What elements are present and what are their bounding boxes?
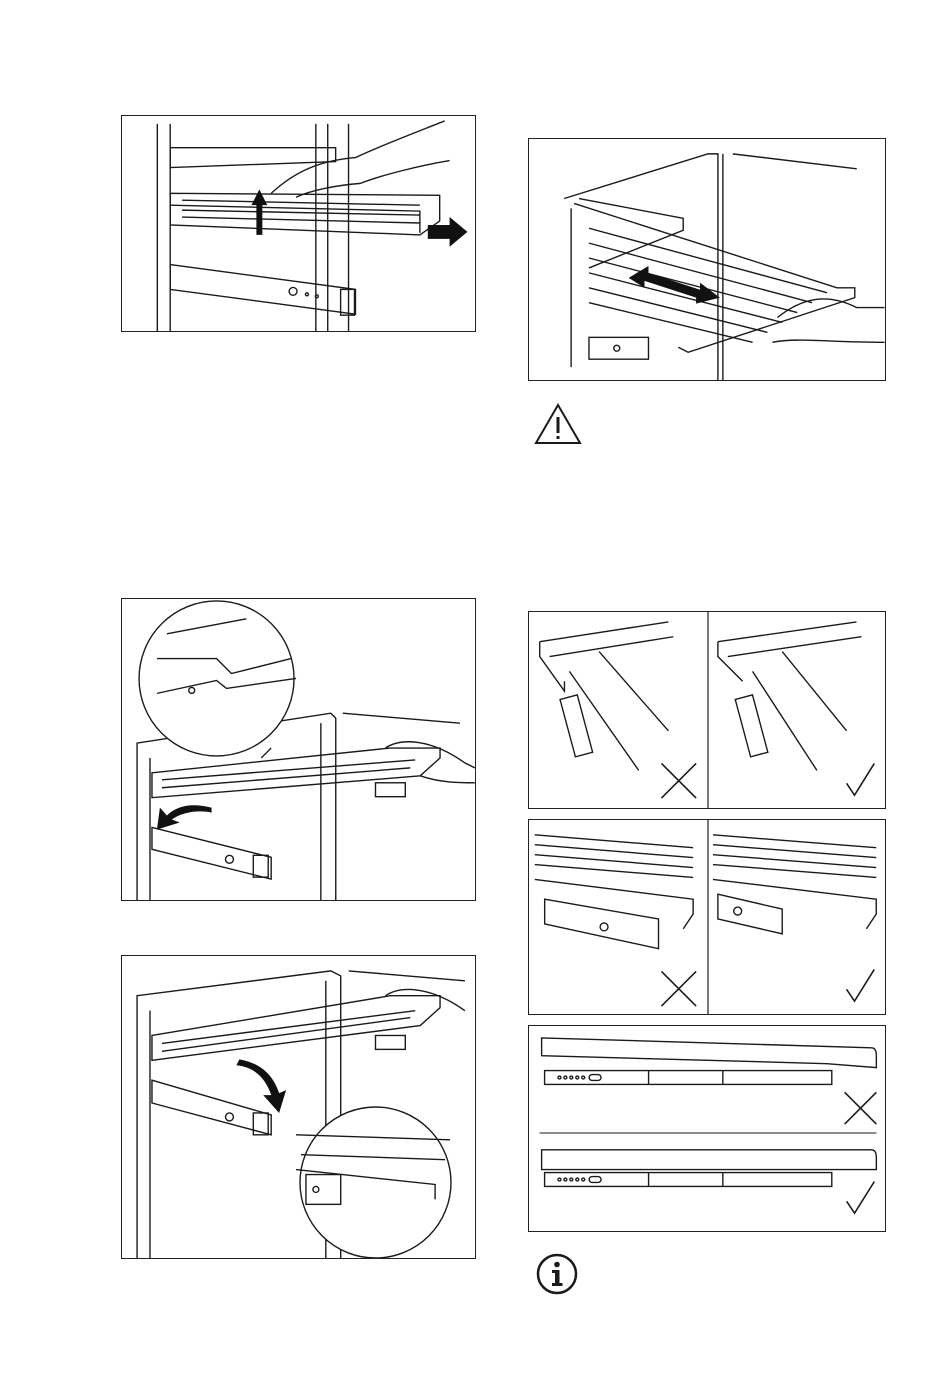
illustration-rail-hook xyxy=(529,612,885,808)
figure-shelf-slide xyxy=(528,138,886,381)
illustration-lower-shelf xyxy=(122,956,475,1258)
figure-rail-side-check xyxy=(528,819,886,1015)
figure-rail-alignment-check xyxy=(528,1025,886,1232)
wrong-mark-icon xyxy=(845,1092,877,1124)
wrong-mark-icon xyxy=(661,763,696,798)
correct-mark-icon xyxy=(847,763,875,795)
figure-lower-shelf xyxy=(121,955,476,1259)
curved-arrow-icon xyxy=(157,805,212,829)
illustration-tilt-shelf xyxy=(122,599,475,900)
correct-mark-icon xyxy=(847,969,875,1001)
wrong-mark-icon xyxy=(661,971,696,1006)
figure-tilt-shelf xyxy=(121,598,476,901)
illustration-lift-shelf xyxy=(122,116,475,331)
illustration-rail-side xyxy=(529,820,885,1014)
arrow-right-icon xyxy=(428,217,468,247)
figure-rail-hook-check xyxy=(528,611,886,809)
correct-mark-icon xyxy=(847,1181,875,1213)
info-circle-icon xyxy=(536,1253,578,1295)
curved-arrow-icon xyxy=(236,1059,286,1113)
figure-remove-shelf xyxy=(121,115,476,332)
illustration-rail-alignment xyxy=(529,1026,885,1231)
double-arrow-icon xyxy=(629,266,720,304)
illustration-shelf-slide xyxy=(529,139,885,380)
warning-triangle-icon xyxy=(533,402,583,446)
